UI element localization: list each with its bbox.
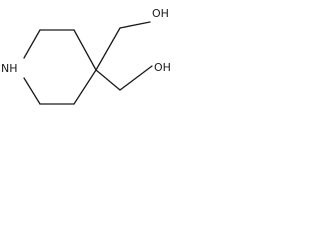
bond-ch2-o-top [119,21,151,29]
bond-c4-ch2-top [95,27,121,71]
bond-n-c2 [23,29,41,59]
bond-c6-n [23,77,41,105]
piperidine-dimethanol-structure: NH OH OH [1,7,171,105]
bond-c4-c5 [73,69,97,105]
bond-ch2-o-bottom [119,65,153,91]
atom-label-nh: NH [1,62,18,75]
bond-c3-c4 [73,29,97,71]
atom-label-oh-bottom: OH [154,61,171,74]
atom-label-oh-top: OH [152,7,169,20]
bond-c4-ch2-bottom [95,69,121,91]
